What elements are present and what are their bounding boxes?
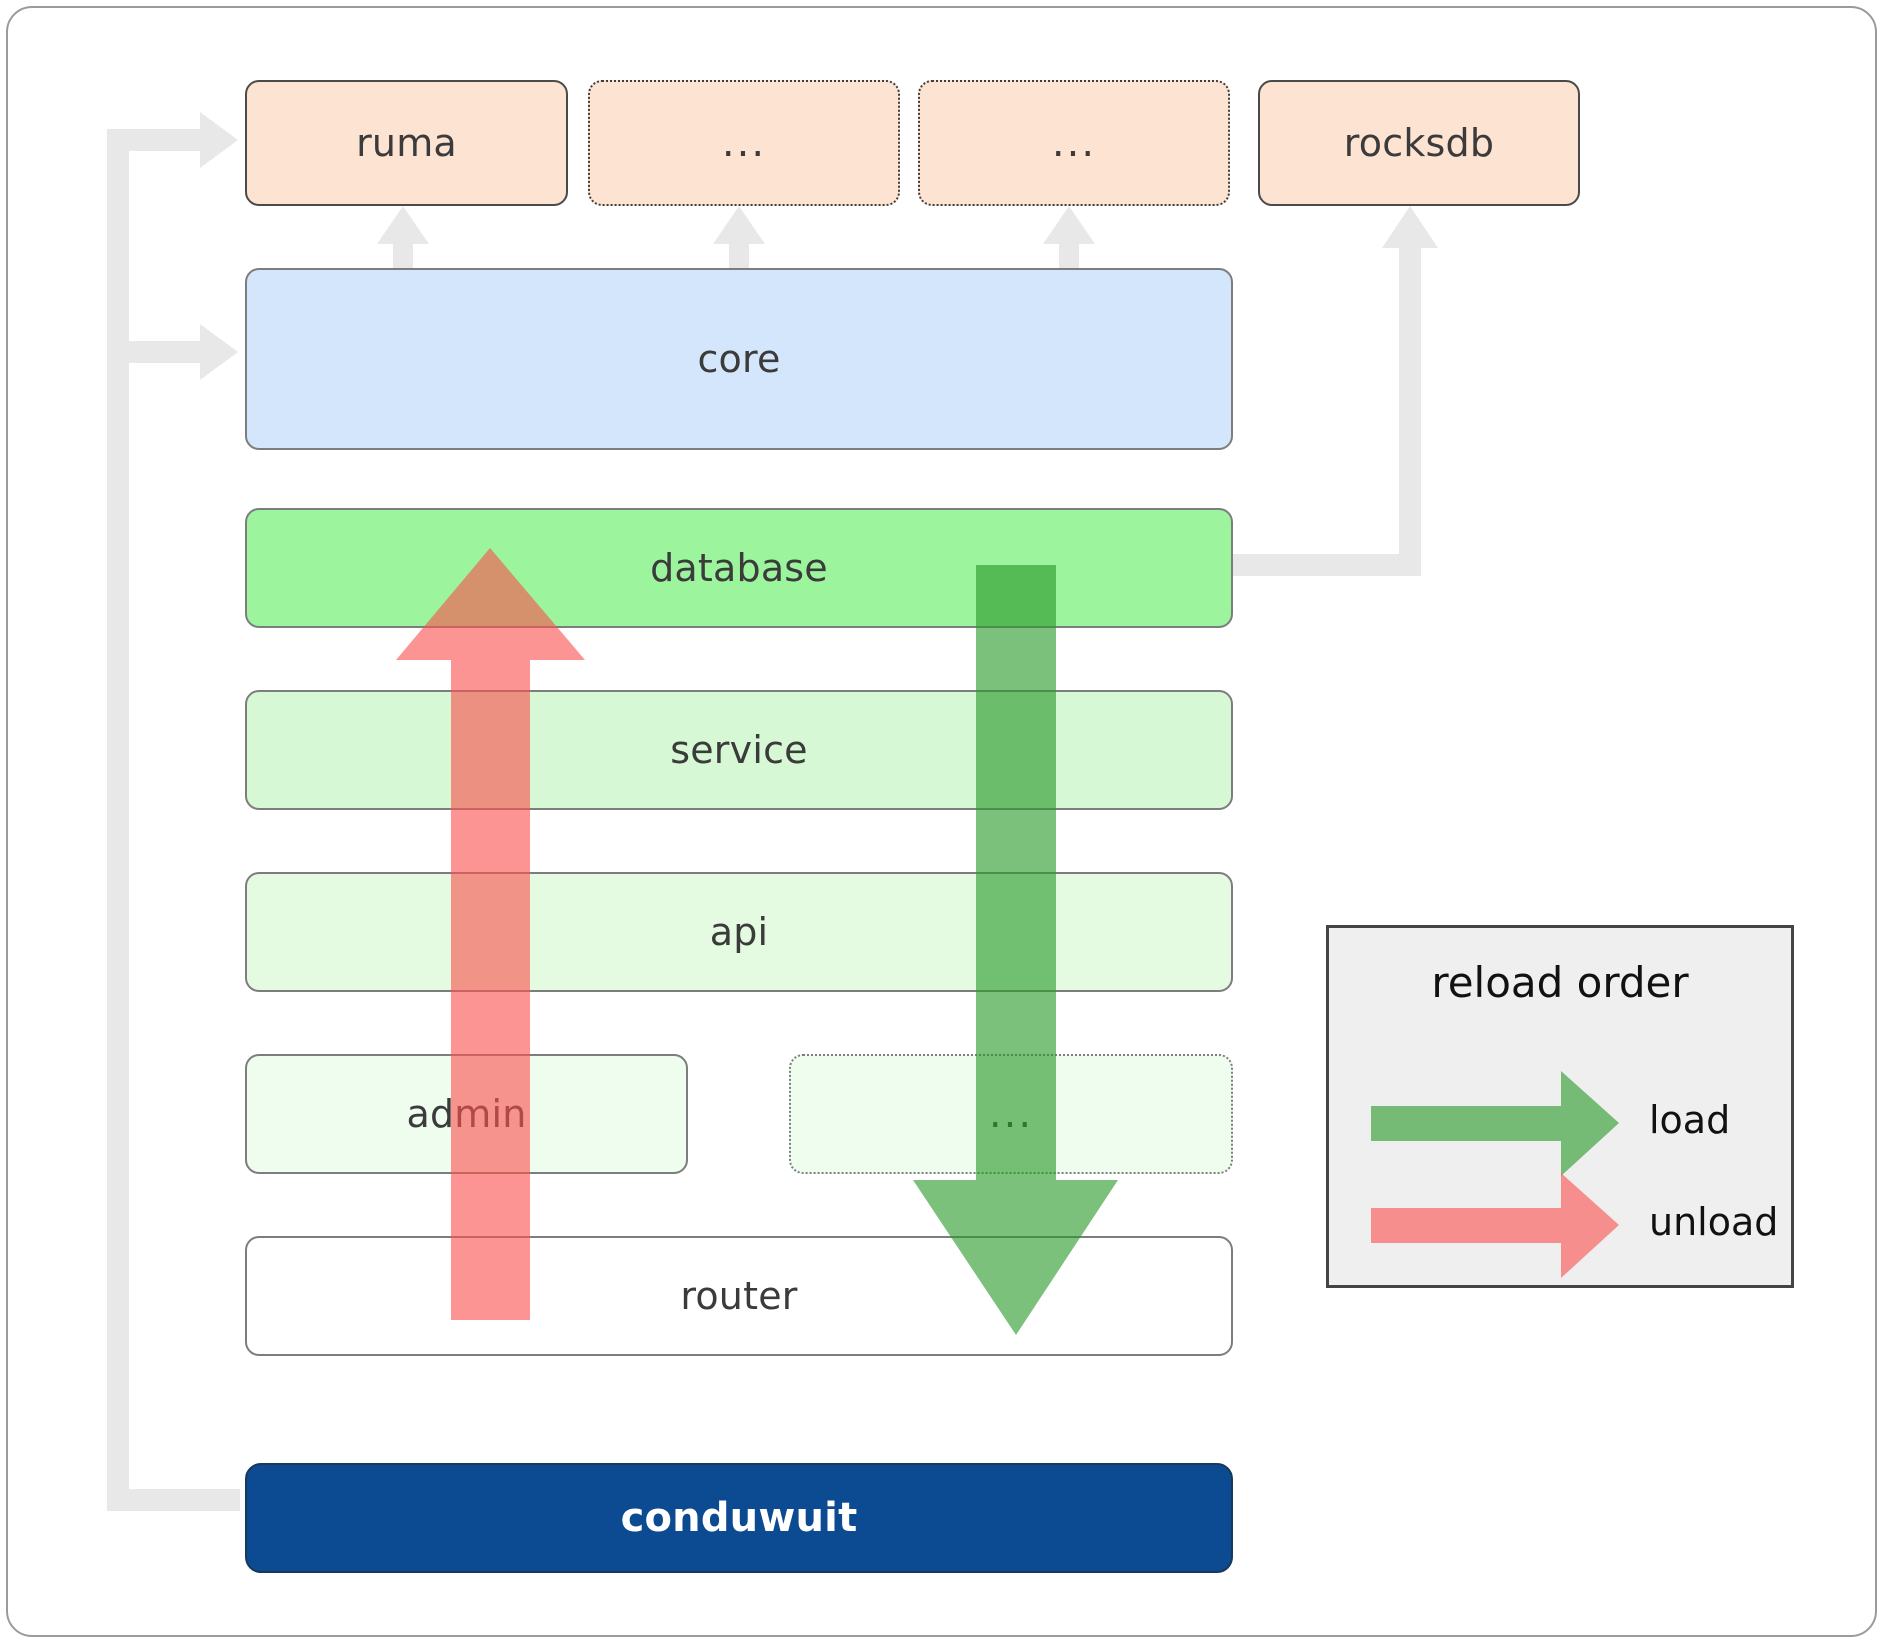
node-core: core bbox=[245, 268, 1233, 450]
connector-database-to-rocksdb bbox=[1232, 206, 1438, 576]
legend-unload-arrow-icon bbox=[1371, 1173, 1619, 1278]
node-external-1: ... bbox=[588, 80, 900, 206]
node-conduwuit-label: conduwuit bbox=[620, 1495, 858, 1541]
node-router: router bbox=[245, 1236, 1233, 1356]
legend-load-label: load bbox=[1649, 1098, 1731, 1142]
node-api-label: api bbox=[709, 910, 769, 954]
node-rocksdb-label: rocksdb bbox=[1343, 121, 1495, 165]
node-database: database bbox=[245, 508, 1233, 628]
load-arrow bbox=[913, 565, 1118, 1335]
legend-box: reload order load unload bbox=[1326, 925, 1794, 1288]
connector-conduwuit-to-ruma bbox=[107, 112, 240, 1511]
node-external-2-label: ... bbox=[1051, 120, 1097, 166]
node-service: service bbox=[245, 690, 1233, 810]
node-router-label: router bbox=[680, 1274, 798, 1318]
node-database-label: database bbox=[650, 546, 828, 590]
connector-core-to-externals bbox=[377, 206, 1095, 272]
node-conduwuit: conduwuit bbox=[245, 1463, 1233, 1573]
node-rocksdb: rocksdb bbox=[1258, 80, 1580, 206]
node-api: api bbox=[245, 872, 1233, 992]
legend-unload-label: unload bbox=[1649, 1200, 1779, 1244]
connector-rail-to-core bbox=[118, 324, 238, 380]
node-ruma-label: ruma bbox=[356, 121, 457, 165]
node-core-label: core bbox=[697, 337, 781, 381]
legend-arrow-layer bbox=[1371, 1071, 1619, 1278]
legend-title: reload order bbox=[1431, 958, 1689, 1007]
node-ruma: ruma bbox=[245, 80, 568, 206]
node-service-label: service bbox=[670, 728, 808, 772]
node-external-2: ... bbox=[918, 80, 1230, 206]
node-external-1-label: ... bbox=[721, 120, 767, 166]
legend-load-arrow-icon bbox=[1371, 1071, 1619, 1176]
unload-arrow bbox=[396, 548, 585, 1320]
